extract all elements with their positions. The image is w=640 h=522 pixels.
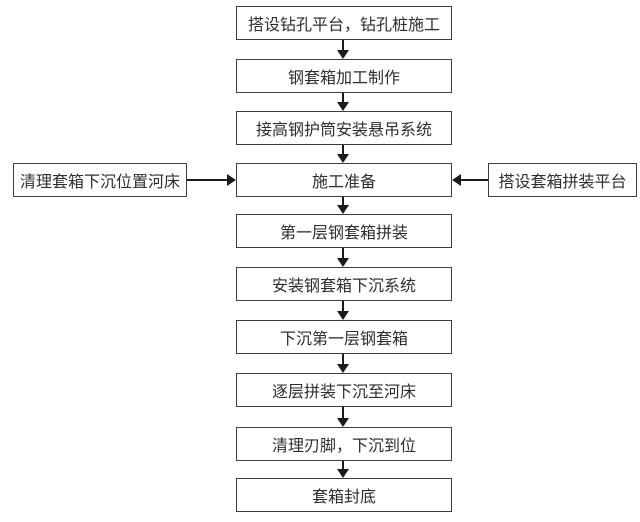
step-box-caisson-fabrication: 钢套箱加工制作 xyxy=(236,59,452,93)
arrowhead-down-icon xyxy=(337,50,349,59)
arrow-down-icon xyxy=(337,248,349,267)
arrowhead-down-icon xyxy=(337,311,349,320)
step-box-clean-cutting-edge: 清理刃脚，下沉到位 xyxy=(236,427,452,461)
arrow-line xyxy=(342,145,344,154)
arrowhead-left-icon xyxy=(452,174,461,186)
arrow-line xyxy=(342,461,344,469)
step-box-sinking-system-install: 安装钢套箱下沉系统 xyxy=(236,267,452,301)
arrow-right-icon xyxy=(187,174,236,186)
arrow-line xyxy=(342,40,344,50)
step-box-drilling-platform: 搭设钻孔平台，钻孔桩施工 xyxy=(236,6,452,40)
step-label: 逐层拼装下沉至河床 xyxy=(271,384,416,401)
step-label: 施工准备 xyxy=(311,174,376,191)
step-label: 下沉第一层钢套箱 xyxy=(279,331,408,348)
side-box-clean-riverbed: 清理套箱下沉位置河床 xyxy=(13,163,187,197)
step-box-layer-by-layer-sinking: 逐层拼装下沉至河床 xyxy=(236,373,452,407)
step-box-construction-prep: 施工准备 xyxy=(236,163,452,197)
arrowhead-down-icon xyxy=(337,418,349,427)
step-label: 安装钢套箱下沉系统 xyxy=(271,278,416,295)
arrowhead-down-icon xyxy=(337,364,349,373)
arrow-line xyxy=(187,179,227,181)
arrow-line xyxy=(461,179,488,181)
arrow-down-icon xyxy=(337,407,349,427)
arrow-line xyxy=(342,93,344,102)
step-label: 搭设钻孔平台，钻孔桩施工 xyxy=(247,17,440,34)
arrowhead-down-icon xyxy=(337,205,349,214)
arrow-down-icon xyxy=(337,197,349,214)
step-box-sink-first-layer: 下沉第一层钢套箱 xyxy=(236,320,452,354)
step-box-casing-suspension: 接高钢护筒安装悬吊系统 xyxy=(236,111,452,145)
arrow-down-icon xyxy=(337,461,349,478)
arrowhead-down-icon xyxy=(337,102,349,111)
arrowhead-down-icon xyxy=(337,469,349,478)
arrowhead-down-icon xyxy=(337,154,349,163)
arrow-line xyxy=(342,407,344,418)
arrow-down-icon xyxy=(337,40,349,59)
arrow-line xyxy=(342,248,344,258)
step-label: 套箱封底 xyxy=(311,489,376,506)
arrow-line xyxy=(342,354,344,364)
arrow-line xyxy=(342,301,344,311)
arrow-down-icon xyxy=(337,93,349,111)
side-box-label: 清理套箱下沉位置河床 xyxy=(19,174,180,191)
arrow-left-icon xyxy=(452,174,488,186)
step-label: 第一层钢套箱拼装 xyxy=(279,225,408,242)
arrow-down-icon xyxy=(337,301,349,320)
arrow-line xyxy=(342,197,344,205)
step-box-caisson-sealing: 套箱封底 xyxy=(236,478,452,512)
arrow-down-icon xyxy=(337,354,349,373)
arrowhead-down-icon xyxy=(337,258,349,267)
step-label: 清理刃脚，下沉到位 xyxy=(271,438,416,455)
step-label: 钢套箱加工制作 xyxy=(287,70,400,87)
step-box-first-layer-assembly: 第一层钢套箱拼装 xyxy=(236,214,452,248)
arrow-down-icon xyxy=(337,145,349,163)
side-box-label: 搭设套箱拼装平台 xyxy=(498,174,627,191)
arrowhead-right-icon xyxy=(227,174,236,186)
side-box-assembly-platform: 搭设套箱拼装平台 xyxy=(488,163,637,197)
step-label: 接高钢护筒安装悬吊系统 xyxy=(255,122,432,139)
